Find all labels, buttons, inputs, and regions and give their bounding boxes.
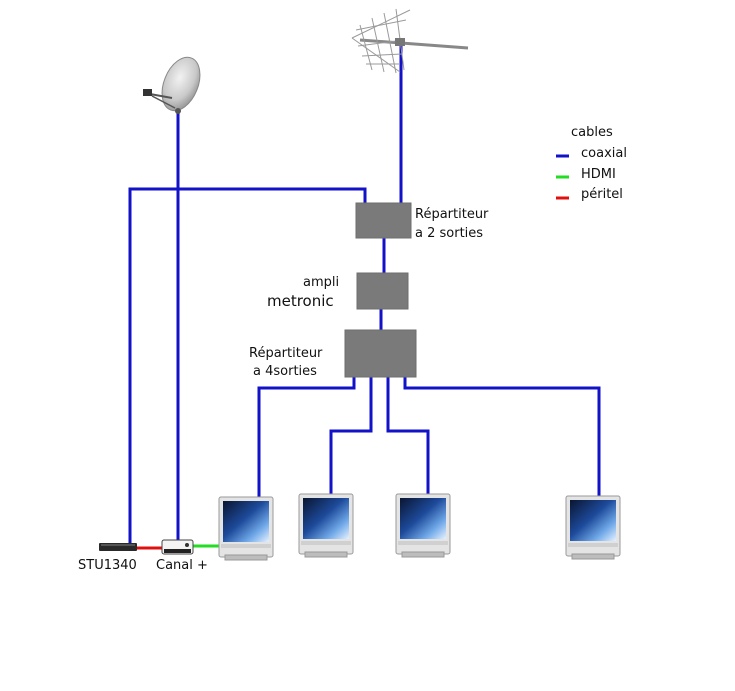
satellite-dish-icon [143,56,201,114]
legend: cables coaxial HDMI péritel [556,125,627,202]
legend-label-peritel: péritel [581,187,623,202]
canal-plus-label: Canal + [156,558,208,573]
coax-splitter2-to-stu [128,187,367,548]
amplifier-label-1: ampli [303,275,339,290]
splitter-4-label-2: a 4sorties [253,364,317,379]
legend-label-hdmi: HDMI [581,167,616,182]
legend-label-coaxial: coaxial [581,146,627,161]
splitter-4-box [344,329,417,378]
splitter-2-label-2: a 2 sorties [415,226,483,241]
tv-2-icon [298,493,354,558]
coax-splitter4-to-tv2 [329,377,373,497]
canal-plus-decoder-icon [161,539,194,555]
coax-splitter4-to-tv3 [386,377,430,497]
terrestrial-antenna-icon [351,8,469,74]
splitter-2-label-1: Répartiteur [415,207,489,222]
splitter-4-label-1: Répartiteur [249,346,323,361]
stu1340-label: STU1340 [78,558,137,573]
coax-splitter4-to-tv4 [403,377,601,500]
tv-4-icon [565,495,621,560]
amplifier-label-2: metronic [267,292,334,310]
splitter-2-box [355,202,412,239]
tv-3-icon [395,493,451,558]
legend-title: cables [571,125,613,140]
tv-1-icon [218,496,274,561]
coax-splitter4-to-tv1 [257,377,356,502]
stu1340-receiver-icon [99,543,137,551]
amplifier-box [356,272,409,310]
